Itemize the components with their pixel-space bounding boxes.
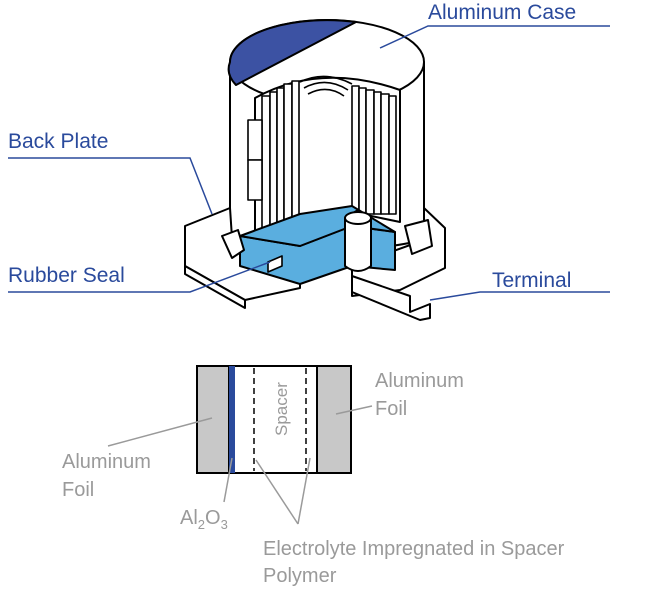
aluminum-foil-right-label-line1: Aluminum	[375, 370, 464, 392]
aluminum-foil-left-block	[196, 365, 230, 474]
spacer-label: Spacer	[272, 382, 291, 436]
terminal-post-cap	[344, 211, 372, 225]
winding-top-arcs	[299, 75, 353, 97]
aluminum-foil-right-block	[316, 365, 352, 474]
right-winding-layers	[351, 85, 397, 215]
case-top-blue-segment	[227, 19, 357, 86]
capacitor-leader-lines	[8, 25, 610, 301]
capacitor-illustration	[184, 19, 446, 321]
left-grip	[221, 229, 245, 259]
terminal-label: Terminal	[492, 269, 571, 292]
right-grip	[404, 219, 433, 255]
terminal-lead	[351, 275, 431, 321]
cross-section-leader-lines	[107, 405, 373, 525]
seal-notch	[267, 255, 283, 273]
electrolyte-label-line1: Electrolyte Impregnated in Spacer	[263, 538, 565, 560]
oxide-layer	[229, 366, 235, 473]
electrolyte-label-line2: Polymer	[263, 565, 337, 587]
back-plate-label: Back Plate	[8, 130, 108, 153]
aluminum-case-label: Aluminum Case	[428, 1, 576, 24]
rubber-seal-label: Rubber Seal	[8, 264, 125, 287]
aluminum-foil-right-label-line2: Foil	[375, 398, 407, 420]
oxide-label: Al2O3	[180, 507, 228, 532]
aluminum-foil-left-label-line1: Aluminum	[62, 451, 151, 473]
cross-section: Spacer	[196, 365, 352, 474]
terminal-post	[344, 209, 372, 272]
aluminum-foil-left-label-line2: Foil	[62, 479, 94, 501]
back-plate-front	[184, 265, 246, 309]
